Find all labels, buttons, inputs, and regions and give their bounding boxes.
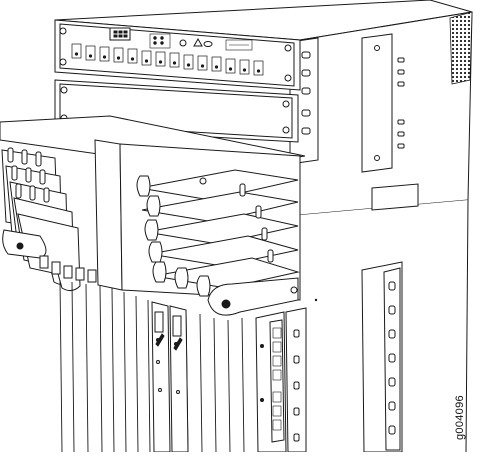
fpc-card[interactable] — [169, 305, 189, 453]
rack-rail — [285, 307, 307, 453]
port-card[interactable] — [255, 311, 287, 453]
status-led — [74, 52, 261, 73]
figure-id-label: g004096 — [454, 395, 466, 440]
status-led-row — [71, 43, 264, 76]
cable-clip — [7, 147, 50, 203]
captive-screw[interactable] — [284, 74, 292, 82]
rack-rail-right — [361, 261, 403, 453]
captive-screw[interactable] — [59, 58, 67, 66]
cable-clip — [136, 175, 274, 297]
captive-screw[interactable] — [284, 44, 292, 52]
card-cage — [59, 279, 245, 453]
craft-interface-panel — [54, 19, 301, 91]
captive-screw[interactable] — [59, 27, 67, 35]
fpc-card[interactable] — [151, 301, 171, 453]
cable-management-comb-right — [119, 143, 301, 316]
